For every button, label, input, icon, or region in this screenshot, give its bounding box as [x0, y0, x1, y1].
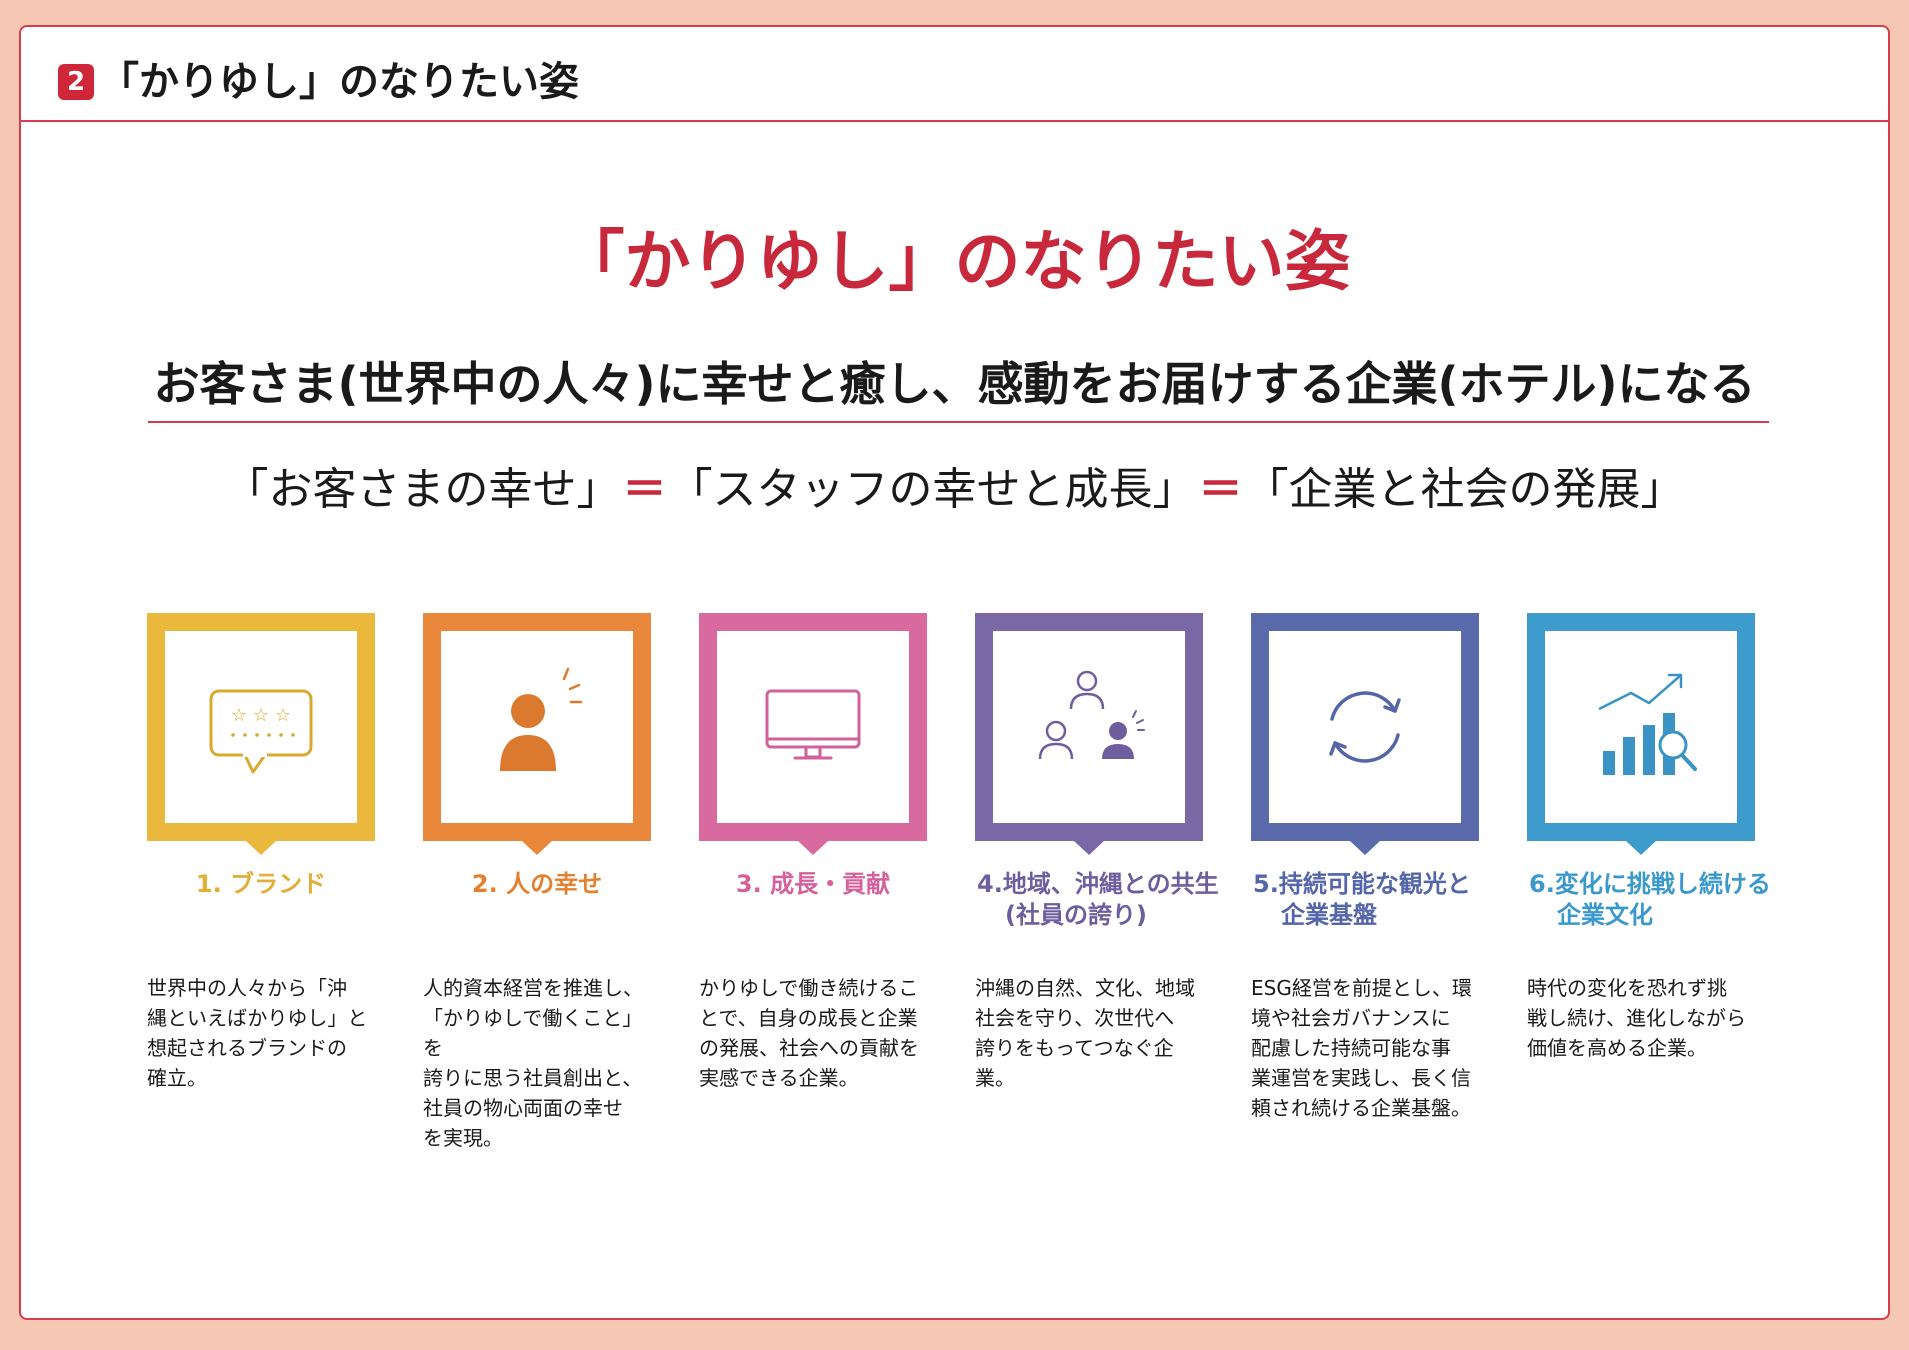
person-spark-icon [500, 667, 583, 771]
main-title: 「かりゆし」のなりたい姿 [558, 223, 1351, 300]
pillar-title-line2: (社員の誇り) [1005, 901, 1147, 929]
community-icon [1038, 670, 1145, 760]
pillar-title-line2: 企業基盤 [1281, 901, 1377, 929]
equals-sign: ＝ [622, 464, 667, 515]
pillar-title-line2: 企業文化 [1557, 901, 1653, 929]
refresh-cycle-icon [1329, 691, 1401, 763]
equation-customer-happiness: 「お客さまの幸せ」 [224, 464, 621, 515]
pillar-title: 3. 成長・貢献 [735, 870, 891, 898]
pillar-pointer [522, 841, 552, 855]
section-header: 2 「かりゆし」のなりたい姿 [21, 27, 1888, 122]
pillar-title: 6.変化に挑戦し続ける 企業文化 [1527, 869, 1771, 931]
pillar-sustainable-tourism: 5.持続可能な観光と 企業基盤 ESG経営を前提とし、環 境や社会ガバナンスに … [1251, 613, 1479, 1120]
svg-text:☆: ☆ [275, 705, 291, 726]
divider-line [148, 421, 1769, 423]
pillar-description: 世界中の人々から「沖 縄といえばかりゆし」と 想起されるブランドの 確立。 [147, 976, 368, 1090]
pillar-pointer [798, 841, 828, 855]
monitor-icon [765, 689, 861, 760]
chat-stars-icon: ☆ ☆ ☆ [209, 689, 313, 774]
pillar-pointer [246, 841, 276, 855]
pillar-frame [699, 613, 927, 841]
pillar-title: 5.持続可能な観光と 企業基盤 [1251, 869, 1479, 931]
equation-society-development: 「企業と社会の発展」 [1244, 464, 1685, 515]
equation-staff-growth: 「スタッフの幸せと成長」 [668, 464, 1197, 515]
section-title: 「かりゆし」のなりたい姿 [99, 59, 579, 105]
pillar-frame [975, 613, 1203, 841]
pillar-community-coexistence: 4.地域、沖縄との共生 (社員の誇り) 沖縄の自然、文化、地域 社会を守り、次世… [975, 613, 1219, 1090]
pillar-growth-contribution: 3. 成長・貢献 かりゆしで働き続けるこ とで、自身の成長と企業 の発展、社会へ… [699, 613, 927, 1090]
pillar-description: 沖縄の自然、文化、地域 社会を守り、次世代へ 誇りをもってつなぐ企業。 [975, 976, 1195, 1090]
mission-statement: お客さま(世界中の人々)に幸せと癒し、感動をお届けする企業(ホテル)になる [153, 357, 1756, 411]
pillar-description: ESG経営を前提とし、環 境や社会ガバナンスに 配慮した持続可能な事 業運営を実… [1251, 976, 1472, 1120]
pillar-title: 4.地域、沖縄との共生 (社員の誇り) [975, 869, 1219, 931]
pillar-pointer [1350, 841, 1380, 855]
pillar-title-line1: 5.持続可能な観光と [1253, 870, 1471, 898]
pillar-people-happiness: 2. 人の幸せ 人的資本経営を推進し、 「かりゆしで働くこと」を 誇りに思う社員… [423, 613, 651, 1150]
equals-sign: ＝ [1198, 464, 1243, 515]
pillar-frame [1527, 613, 1755, 841]
pillar-description: 時代の変化を恐れず挑 戦し続け、進化しながら 価値を高める企業。 [1527, 976, 1746, 1060]
value-equation: 「お客さまの幸せ」＝「スタッフの幸せと成長」＝「企業と社会の発展」 [21, 460, 1888, 520]
pillar-description: かりゆしで働き続けるこ とで、自身の成長と企業 の発展、社会への貢献を 実感でき… [699, 976, 919, 1090]
pillar-brand: ☆ ☆ ☆ 1. ブランド 世界中の人々から「沖 縄といえばかりゆし」と 想起さ… [147, 613, 375, 1090]
pillar-frame: ☆ ☆ ☆ [147, 613, 375, 841]
pillar-description: 人的資本経営を推進し、 「かりゆしで働くこと」を 誇りに思う社員創出と、 社員の… [423, 976, 643, 1150]
pillar-title-line1: 6.変化に挑戦し続ける [1529, 870, 1771, 898]
pillar-frame [1251, 613, 1479, 841]
svg-text:☆: ☆ [253, 705, 269, 726]
pillar-frame [423, 613, 651, 841]
pillar-challenge-culture: 6.変化に挑戦し続ける 企業文化 時代の変化を恐れず挑 戦し続け、進化しながら … [1527, 613, 1771, 1060]
pillar-title: 2. 人の幸せ [471, 870, 603, 898]
pillar-pointer [1074, 841, 1104, 855]
pillar-pointer [1626, 841, 1656, 855]
page-card: 2 「かりゆし」のなりたい姿 「かりゆし」のなりたい姿 お客さま(世界中の人々)… [19, 25, 1890, 1320]
svg-text:☆: ☆ [231, 705, 247, 726]
growth-chart-icon [1598, 673, 1697, 775]
pillar-title: 1. ブランド [195, 870, 327, 898]
section-number-badge: 2 [58, 64, 94, 100]
pillar-title-line1: 4.地域、沖縄との共生 [977, 870, 1219, 898]
